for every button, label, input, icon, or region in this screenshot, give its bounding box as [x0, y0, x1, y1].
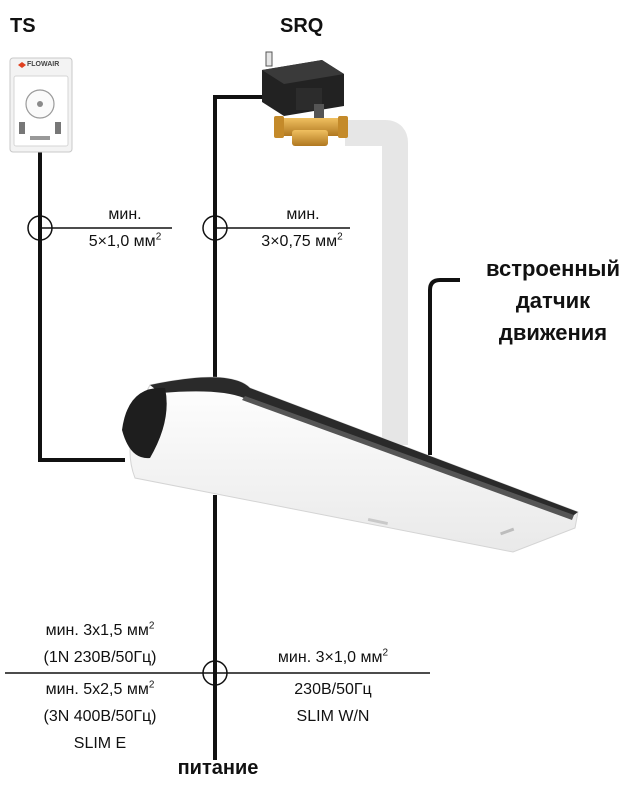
power-left-1: мин. 3х1,5 мм2	[5, 620, 195, 639]
power-title: питание	[177, 757, 259, 779]
power-left-3-sup: 2	[148, 679, 155, 691]
srq-cable-min: мин.	[286, 206, 320, 223]
ts-wire	[38, 150, 125, 462]
srq-valve	[262, 51, 348, 146]
sensor-wire	[428, 278, 460, 455]
power-right-1: мин. 3×1,0 мм2	[238, 647, 428, 666]
power-left-1-sup: 2	[148, 620, 155, 632]
srq-cable-spec-text: 3×0,75 мм	[261, 233, 338, 250]
wires	[38, 95, 460, 760]
sensor-line3: движения	[498, 320, 608, 345]
power-right-2: 230В/50Гц	[294, 681, 372, 698]
ts-cable-sup: 2	[155, 231, 162, 243]
srq-cable-marker	[202, 215, 350, 241]
sensor-line2: датчик	[515, 288, 591, 313]
power-right-3: SLIM W/N	[296, 708, 370, 725]
ts-cable-marker	[27, 215, 172, 241]
thermostat-brand: FLOWAIR	[27, 61, 60, 68]
power-left-3-text: мин. 5х2,5 мм	[45, 681, 149, 698]
ts-title: TS	[10, 15, 36, 37]
power-cable-marker	[5, 660, 430, 686]
srq-cable-spec: 3×0,75 мм2	[232, 231, 372, 250]
flowair-logo-icon	[18, 62, 26, 68]
ts-cable-spec-text: 5×1,0 мм	[88, 233, 156, 250]
ts-cable-min: мин.	[108, 206, 142, 223]
srq-cable-sup: 2	[337, 231, 343, 243]
power-left-1-text: мин. 3х1,5 мм	[45, 622, 149, 639]
srq-title: SRQ	[280, 15, 324, 37]
power-left-2: (1N 230В/50Гц)	[43, 649, 157, 666]
power-right-1-sup: 2	[382, 647, 389, 659]
water-pipe	[345, 120, 408, 445]
thermostat-ts	[9, 57, 73, 153]
power-left-4: (3N 400В/50Гц)	[43, 708, 157, 725]
ts-cable-spec: 5×1,0 мм2	[60, 231, 190, 250]
air-curtain	[122, 376, 579, 553]
power-right-1-text: мин. 3×1,0 мм	[277, 649, 383, 666]
sensor-line1: встроенный	[486, 256, 620, 281]
power-left-3: мин. 5х2,5 мм2	[5, 679, 195, 698]
power-left-5: SLIM E	[73, 735, 127, 752]
srq-wire	[213, 95, 268, 385]
